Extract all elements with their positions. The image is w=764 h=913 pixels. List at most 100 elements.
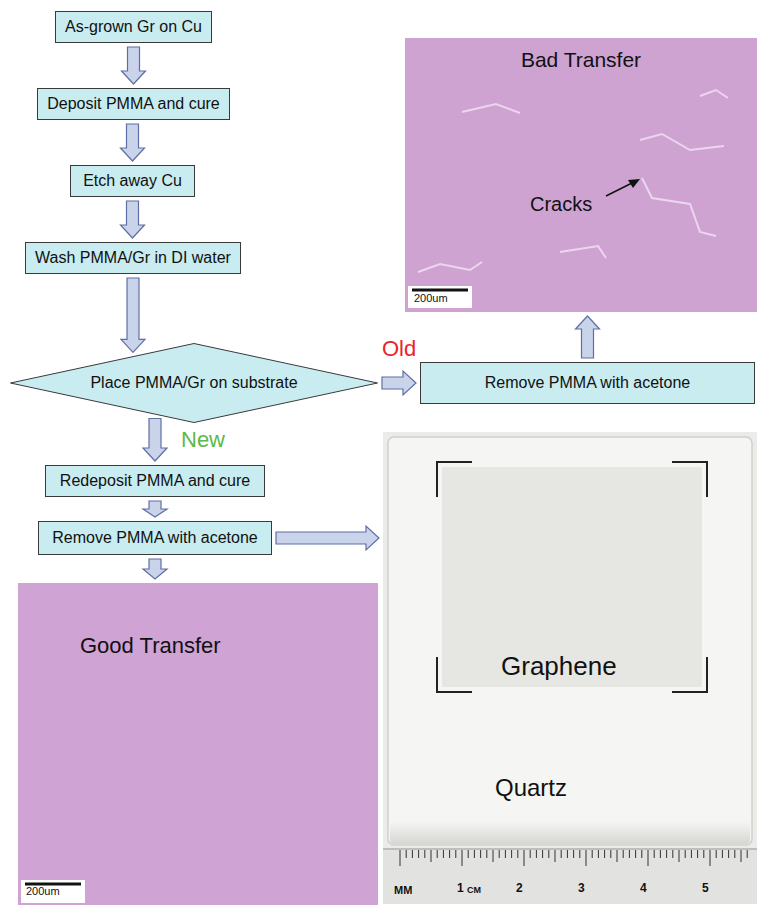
ruler-tick — [536, 850, 537, 858]
flow-arrow — [121, 201, 145, 238]
flow-arrow — [121, 124, 145, 161]
flow-arrow — [143, 559, 167, 579]
panel-title: Bad Transfer — [405, 48, 757, 72]
ruler-tick — [598, 850, 599, 858]
ruler-number: 2 — [516, 882, 523, 895]
diamond-shape — [11, 344, 378, 423]
crack — [700, 90, 728, 98]
ruler-tick — [741, 850, 742, 862]
ruler-tick — [443, 850, 444, 858]
text-block: Wash PMMA/Gr in DI water — [35, 249, 231, 267]
ruler-tick — [679, 850, 680, 862]
ruler-tick — [691, 850, 692, 858]
ruler-tick — [431, 850, 432, 862]
box-label: Wash PMMA/Gr in DI water — [35, 249, 231, 267]
panel-label: 200um — [414, 292, 448, 305]
plate-edge — [390, 822, 750, 844]
text-block: Deposit PMMA and cure — [47, 95, 220, 113]
leader-line — [606, 183, 632, 196]
ruler-tick — [412, 850, 413, 858]
ruler-tick — [697, 850, 698, 858]
ruler-tick — [400, 850, 401, 866]
crack — [462, 104, 520, 113]
ruler-tick — [685, 850, 686, 858]
ruler-tick — [499, 850, 500, 858]
ruler-tick — [424, 850, 425, 858]
ruler-tick — [728, 850, 729, 858]
photo-panel: GrapheneQuartz — [383, 432, 757, 904]
process-box: Remove PMMA with acetone — [38, 521, 272, 555]
decision-diamond: Place PMMA/Gr on substrate — [10, 343, 378, 423]
process-box: As-grown Gr on Cu — [55, 11, 212, 43]
ruler-tick — [474, 850, 475, 858]
block-arrow — [121, 201, 145, 238]
crack — [560, 246, 606, 258]
ruler-tick — [604, 850, 605, 858]
quartz-plate — [388, 437, 752, 845]
text-block: Remove PMMA with acetone — [485, 374, 690, 392]
ruler-tick — [406, 850, 407, 858]
block-arrow — [143, 419, 167, 462]
box-label: Remove PMMA with acetone — [485, 374, 690, 392]
ruler-tick — [505, 850, 506, 858]
ruler-tick — [561, 850, 562, 858]
text-block: Redeposit PMMA and cure — [60, 472, 250, 490]
flow-arrow — [122, 47, 146, 84]
ruler-number: 4 — [640, 882, 647, 895]
scale-bar-ground — [408, 286, 472, 308]
ruler-tick — [703, 850, 704, 858]
text-anchor: Bad Transfer — [405, 48, 757, 72]
text-block: Remove PMMA with acetone — [52, 529, 257, 547]
ruler-tick — [579, 850, 580, 858]
ruler-tick — [462, 850, 463, 866]
box-label: As-grown Gr on Cu — [65, 18, 202, 36]
text-anchor: Cracks — [530, 193, 592, 216]
text-anchor: Graphene — [501, 652, 617, 682]
process-box: Wash PMMA/Gr in DI water — [25, 242, 241, 274]
edge-label: New — [179, 428, 227, 452]
process-box: Redeposit PMMA and cure — [45, 465, 265, 497]
ruler-number: CM — [467, 886, 481, 896]
ruler-number: 3 — [578, 882, 585, 895]
ruler-tick — [617, 850, 618, 862]
ruler-tick — [716, 850, 717, 858]
scale-bar-ground — [21, 880, 85, 903]
ruler-tick — [455, 850, 456, 858]
ruler-tick — [586, 850, 587, 866]
text-anchor: 200um — [414, 292, 448, 305]
micrograph-bad — [405, 38, 757, 312]
box-label: Redeposit PMMA and cure — [60, 472, 250, 490]
block-arrow — [276, 526, 379, 550]
ruler-tick — [734, 850, 735, 858]
ruler-tick — [654, 850, 655, 858]
panel-title: Graphene — [501, 652, 617, 682]
ruler-edge — [383, 849, 757, 850]
ruler-tick — [610, 850, 611, 858]
box-label: Remove PMMA with acetone — [52, 529, 257, 547]
crack — [418, 262, 482, 272]
bracket — [672, 657, 707, 692]
panel-label: Cracks — [530, 193, 592, 216]
ruler-tick — [468, 850, 469, 858]
flow-arrow — [382, 371, 416, 395]
text-block: As-grown Gr on Cu — [65, 18, 202, 36]
panel-label: 200um — [26, 885, 60, 898]
text-block: Etch away Cu — [83, 172, 182, 190]
ruler-tick — [666, 850, 667, 858]
ruler-tick — [592, 850, 593, 858]
ruler-tick — [567, 850, 568, 858]
text-block: Place PMMA/Gr on substrate — [90, 374, 297, 392]
ruler-tick — [660, 850, 661, 858]
leader-head — [628, 179, 640, 188]
ruler-tick — [641, 850, 642, 858]
ruler-tick — [493, 850, 494, 862]
text-anchor: Good Transfer — [80, 633, 221, 658]
box-label: Deposit PMMA and cure — [47, 95, 220, 113]
block-arrow — [121, 124, 145, 161]
crack — [642, 178, 716, 236]
ruler-tick — [530, 850, 531, 858]
block-arrow — [122, 47, 146, 84]
